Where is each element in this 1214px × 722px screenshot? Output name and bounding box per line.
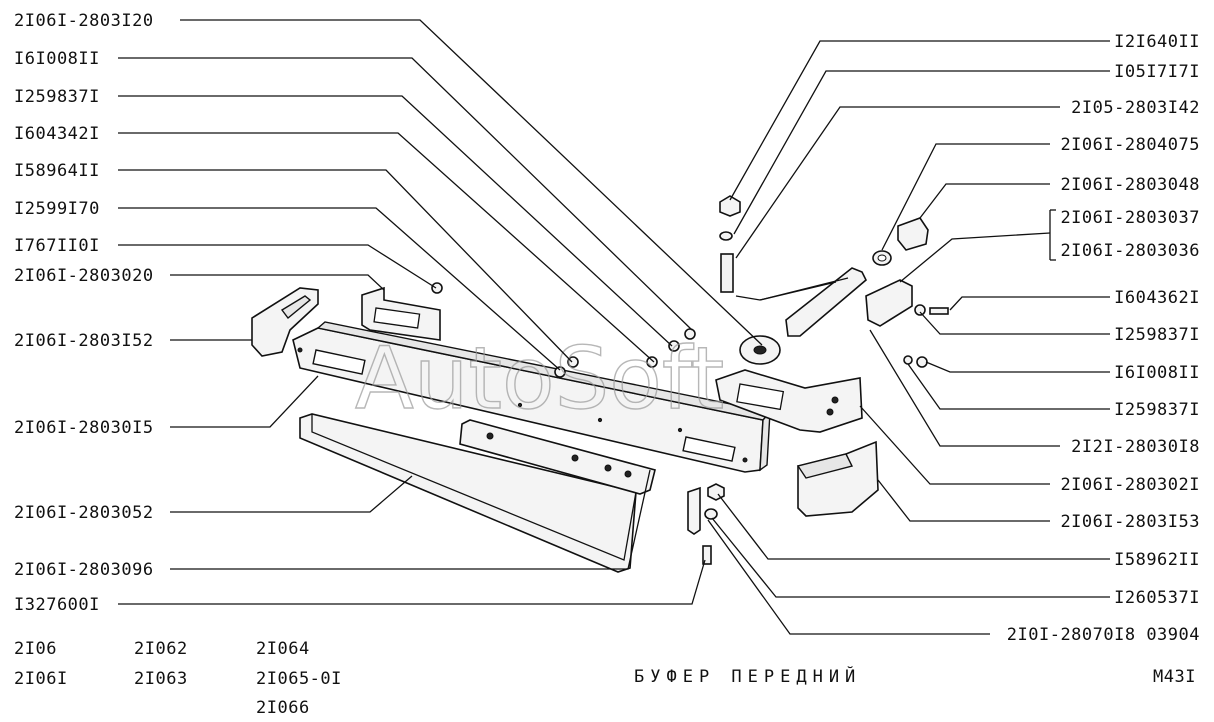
figure-code: M43I [1153,667,1196,687]
callout-right-2: I05I7I7I [1114,62,1200,82]
callout-left-2: I6I008II [14,49,100,69]
fasteners [431,282,949,378]
model-4: 2I063 [134,669,188,689]
callout-left-9: 2I06I-2803I52 [14,331,154,351]
callout-right-16: I260537I [1114,588,1200,608]
right-bracket [715,369,863,433]
model-7: 2I066 [256,698,310,718]
callout-right-8: I604362I [1114,288,1200,308]
callout-left-3: I259837I [14,87,100,107]
callout-right-10: I6I008II [1114,363,1200,383]
callout-right-17: 2I0I-28070I8 03904 [1007,625,1200,645]
callout-right-1: I2I640II [1114,32,1200,52]
model-list: 2I06 2I06I 2I062 2I063 2I064 2I065-0I 2I… [14,639,342,718]
right-leader-lines [707,40,1110,635]
callout-right-12: 2I2I-28030I8 [1071,437,1200,457]
left-leader-lines [118,19,763,605]
callout-left-6: I2599I70 [14,199,100,219]
model-1: 2I06 [14,639,57,659]
model-2: 2I06I [14,669,68,689]
model-3: 2I062 [134,639,188,659]
left-bracket [361,286,441,341]
watermark: AutoSoft [355,329,724,429]
callout-left-12: 2I06I-2803096 [14,560,154,580]
callout-left-5: I58964II [14,161,100,181]
callout-right-7: 2I06I-2803036 [1060,241,1200,261]
rubber-bush [872,217,929,266]
model-5: 2I064 [256,639,310,659]
callout-right-9: I259837I [1114,325,1200,345]
callout-left-4: I604342I [14,124,100,144]
lower-molding [299,413,637,573]
callout-left-10: 2I06I-28030I5 [14,418,154,438]
right-end-cap [796,440,879,517]
callout-right-15: I58962II [1114,550,1200,570]
model-6: 2I065-0I [256,669,342,689]
callout-left-13: I327600I [14,595,100,615]
bumper-beam [292,321,772,473]
left-end-cap [251,287,319,357]
lower-stay [687,483,725,565]
bumper-support-block [865,279,913,327]
callout-left-8: 2I06I-2803020 [14,266,154,286]
callout-right-6: 2I06I-2803037 [1060,208,1200,228]
callout-right-13: 2I06I-280302I [1060,475,1200,495]
callout-left-11: 2I06I-2803052 [14,503,154,523]
diagram-title: БУФЕР ПЕРЕДНИЙ [634,665,861,687]
callout-right-14: 2I06I-2803I53 [1060,512,1200,532]
stud-nut-stack [719,195,741,293]
callout-right-3: 2I05-2803I42 [1071,98,1200,118]
callout-right-4: 2I06I-2804075 [1060,135,1200,155]
callout-left-7: I767II0I [14,236,100,256]
callout-left-1: 2I06I-2803I20 [14,11,154,31]
callout-right-11: I259837I [1114,400,1200,420]
molding-plate [459,419,656,495]
absorber-arm [739,267,867,365]
callout-right-5: 2I06I-2803048 [1060,175,1200,195]
